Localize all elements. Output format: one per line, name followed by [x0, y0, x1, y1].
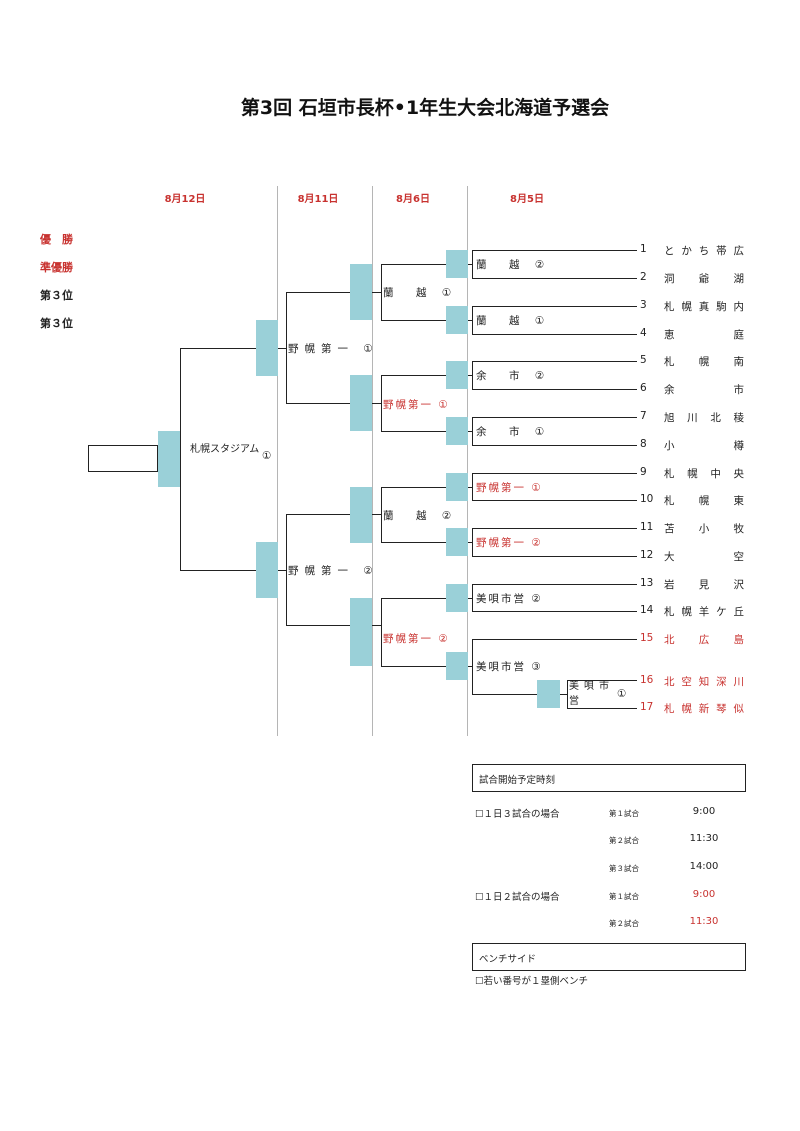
team-name: 大空 [664, 551, 744, 563]
match-result: 蘭 越 ② [383, 510, 458, 522]
match-result: 余 市 ② [476, 370, 551, 382]
match-result: 美唄市営 ② [476, 593, 543, 605]
match-result: 蘭 越 ① [476, 315, 551, 327]
rank-third-place: 第３位 [40, 317, 73, 330]
match-result: 野幌第一 ② [288, 565, 379, 577]
rank-champion: 優 勝 [40, 233, 73, 246]
team-name: 札幌羊ケ丘 [664, 606, 744, 618]
match-result: 蘭 越 ② [476, 259, 551, 271]
game-slot-label: 第１試合 [609, 809, 639, 818]
team-name: 札幌東 [664, 495, 744, 507]
game-slot-label: 第２試合 [609, 836, 639, 845]
column-divider [372, 186, 373, 736]
date-header-semifinal: 8月11日 [297, 194, 339, 205]
game-start-time: 11:30 [689, 833, 719, 844]
team-name: 札幌南 [664, 356, 744, 368]
game-start-time: 9:00 [692, 806, 716, 817]
team-name: 洞爺湖 [664, 273, 744, 285]
team-name: 札幌新琴似 [664, 703, 744, 715]
team-name: 岩見沢 [664, 579, 744, 591]
match-result: 蘭 越 ① [383, 287, 458, 299]
match-result: 美唄市営 ③ [476, 661, 543, 673]
rank-runner-up: 準優勝 [40, 261, 73, 274]
team-name: 札幌中央 [664, 468, 744, 480]
bench-note: ☐若い番号が１塁側ベンチ [475, 976, 589, 987]
bench-header: ベンチサイド [472, 943, 746, 971]
champion-box [88, 445, 158, 472]
team-name: 苫小牧 [664, 523, 744, 535]
match-result: 野幌第一 ② [383, 633, 450, 645]
page-title: 第3回 石垣市長杯•1年生大会北海道予選会 [240, 97, 610, 119]
date-header-first-round: 8月5日 [510, 194, 544, 205]
team-name: 小樽 [664, 440, 744, 452]
game-slot-label: 第２試合 [609, 919, 639, 928]
final-venue-mark: ① [262, 450, 272, 462]
match-result: 野幌第一 ① [476, 482, 543, 494]
final-venue: 札幌スタジアム [190, 444, 260, 455]
rank-third-place: 第３位 [40, 289, 73, 302]
schedule-header: 試合開始予定時刻 [472, 764, 746, 792]
game-start-time: 9:00 [692, 889, 716, 900]
team-name: とかち帯広 [664, 245, 744, 257]
game-start-time: 14:00 [689, 861, 719, 872]
team-name: 北空知深川 [664, 676, 744, 688]
match-result-score: ① [617, 688, 627, 700]
team-name: 札幌真駒内 [664, 301, 744, 313]
column-divider [277, 186, 278, 736]
match-result: 余 市 ① [476, 426, 551, 438]
schedule-group-label: ☐１日２試合の場合 [475, 892, 560, 903]
game-start-time: 11:30 [689, 916, 719, 927]
team-name: 旭川北稜 [664, 412, 744, 424]
team-name: 余市 [664, 384, 744, 396]
schedule-group-label: ☐１日３試合の場合 [475, 809, 560, 820]
date-header-final: 8月12日 [164, 194, 206, 205]
match-result: 野幌第一 ① [288, 343, 379, 355]
team-name: 恵庭 [664, 329, 744, 341]
team-name: 北広島 [664, 634, 744, 646]
match-result: 美唄市営 [569, 681, 614, 707]
column-divider [467, 186, 468, 736]
match-result: 野幌第一 ① [383, 399, 450, 411]
date-header-quarterfinal: 8月6日 [396, 194, 430, 205]
game-slot-label: 第１試合 [609, 892, 639, 901]
match-result: 野幌第一 ② [476, 537, 543, 549]
game-slot-label: 第３試合 [609, 864, 639, 873]
